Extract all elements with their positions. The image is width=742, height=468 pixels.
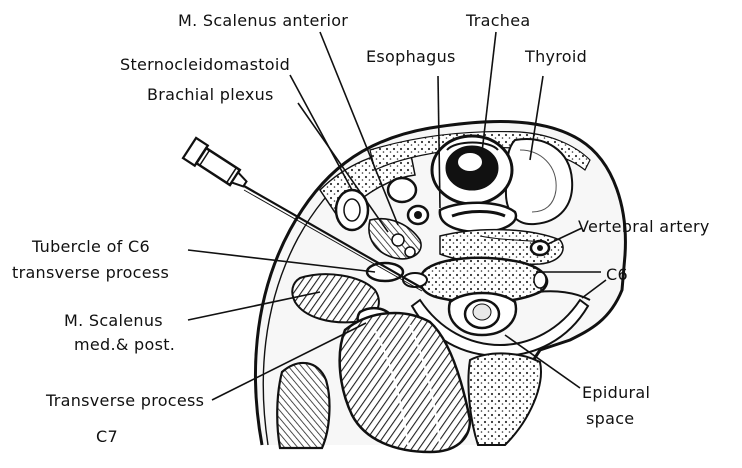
label-tubercle-c6-line1: Tubercle of C6 (32, 238, 150, 256)
esophagus (440, 203, 516, 232)
label-esophagus: Esophagus (366, 48, 456, 66)
right-posterior-muscles (468, 353, 541, 445)
label-thyroid: Thyroid (525, 48, 587, 66)
label-epidural-line1: Epidural (582, 384, 650, 402)
label-tubercle-c6-line2: transverse process (12, 264, 169, 282)
label-c7: C7 (96, 428, 118, 446)
label-trachea: Trachea (466, 12, 531, 30)
label-c6: C6 (606, 266, 628, 284)
label-brachial-plexus: Brachial plexus (147, 86, 274, 104)
leader-sternocleidomastoid (290, 75, 352, 190)
label-sternocleidomastoid: Sternocleidomastoid (120, 56, 290, 74)
posterior-lateral-muscles (277, 363, 329, 448)
trachea (432, 136, 512, 204)
label-vertebral-artery: Vertebral artery (578, 218, 710, 236)
label-epidural-line2: space (586, 410, 634, 428)
label-m-scalenus-med-line2: med.& post. (74, 336, 175, 354)
spinal-canal (449, 293, 516, 335)
vertebral-artery (531, 241, 549, 255)
label-transverse-process: Transverse process (46, 392, 204, 410)
label-m-scalenus-med-line1: M. Scalenus (64, 312, 163, 330)
label-m-scalenus-anterior: M. Scalenus anterior (178, 12, 348, 30)
